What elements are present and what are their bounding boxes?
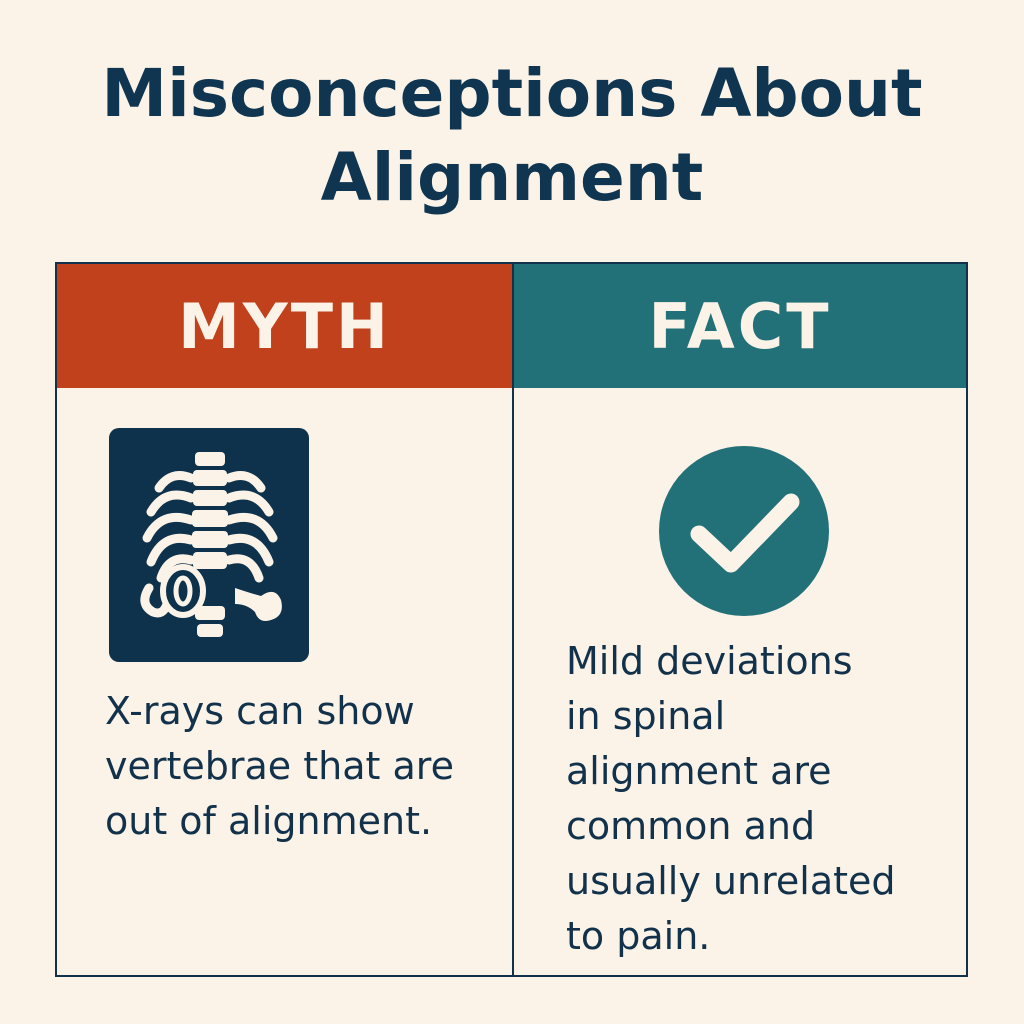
fact-line-3: alignment are [566, 749, 832, 793]
fact-line-6: to pain. [566, 914, 711, 958]
checkmark-icon [659, 446, 829, 616]
fact-statement: Mild deviations in spinal alignment are … [566, 634, 896, 964]
spine-xray-icon [109, 428, 309, 662]
title-line-1: Misconceptions About [101, 55, 923, 132]
myth-fact-table: MYTH [55, 262, 968, 977]
fact-line-5: usually unrelated [566, 859, 896, 903]
fact-line-4: common and [566, 804, 816, 848]
fact-column: FACT Mild deviations in spinal alignment… [514, 264, 966, 975]
title-line-2: Alignment [320, 139, 704, 216]
page-title: Misconceptions About Alignment [0, 52, 1024, 220]
myth-line-3: out of alignment. [105, 799, 433, 843]
fact-line-2: in spinal [566, 694, 726, 738]
fact-line-1: Mild deviations [566, 639, 853, 683]
myth-header: MYTH [57, 264, 512, 388]
myth-statement: X-rays can show vertebrae that are out o… [105, 684, 454, 849]
myth-line-2: vertebrae that are [105, 744, 454, 788]
column-divider [512, 264, 514, 975]
myth-line-1: X-rays can show [105, 689, 415, 733]
myth-column: MYTH [57, 264, 512, 975]
fact-header: FACT [514, 264, 966, 388]
